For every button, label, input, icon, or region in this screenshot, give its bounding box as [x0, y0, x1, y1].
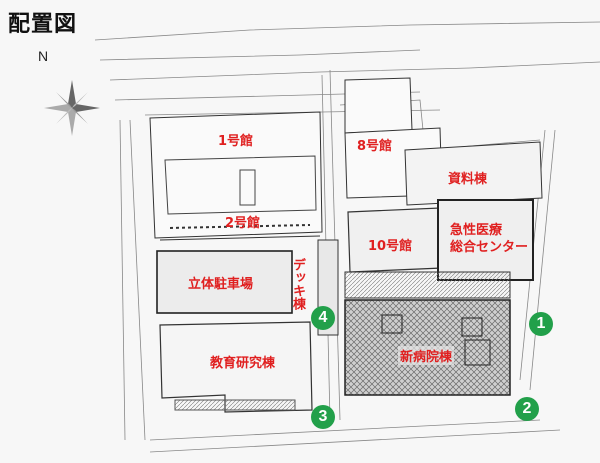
parking-structure: [156, 250, 293, 314]
label-archive: 資料棟: [448, 172, 488, 187]
label-new-hospital: 新病院棟: [398, 346, 455, 365]
research-stripe: [174, 399, 296, 411]
entrance-marker-3[interactable]: 3: [311, 405, 335, 429]
label-building-2: 2号館: [225, 216, 261, 231]
label-research: 教育研究棟: [210, 356, 276, 371]
building-1-outline: [149, 111, 323, 239]
emergency-center: [437, 199, 534, 281]
research-building: [159, 321, 313, 413]
entrance-marker-1[interactable]: 1: [529, 312, 553, 336]
label-building-10: 10号館: [368, 239, 413, 254]
label-deck: デッキ棟: [290, 258, 305, 310]
building-2-row: [159, 224, 321, 241]
label-emergency-center: 急性医療 総合センター: [450, 223, 529, 255]
archive-building: [404, 141, 543, 206]
page-title: 配置図: [8, 12, 78, 37]
north-label: N: [38, 48, 49, 64]
label-building-1: 1号館: [218, 134, 254, 149]
entrance-marker-4[interactable]: 4: [311, 306, 335, 330]
label-parking: 立体駐車場: [188, 277, 254, 292]
new-hospital-building: [344, 271, 511, 396]
entrance-marker-2[interactable]: 2: [515, 397, 539, 421]
label-building-8: 8号館: [357, 139, 393, 154]
north-arrow: [44, 80, 100, 136]
